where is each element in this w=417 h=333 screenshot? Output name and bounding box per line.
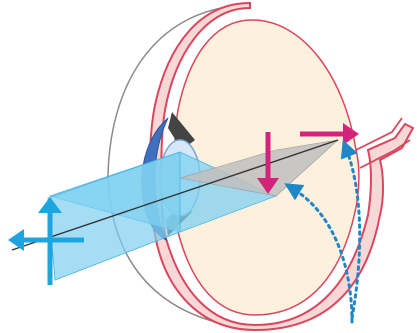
object-horizontal-head-icon bbox=[8, 229, 24, 251]
